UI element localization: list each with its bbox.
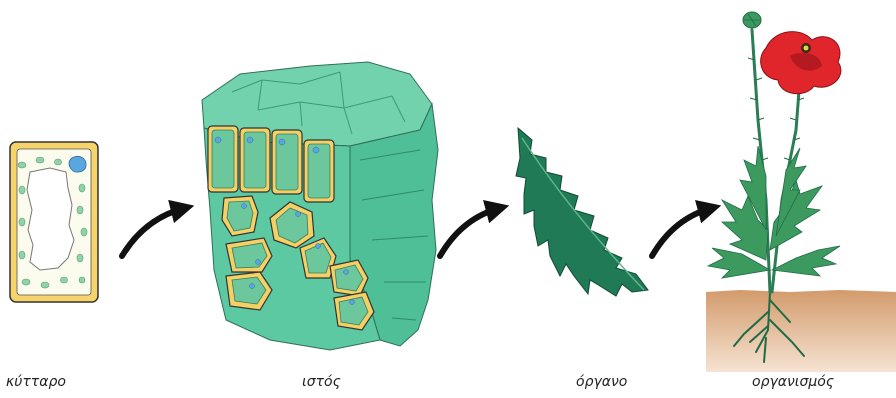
leaf-organ [516,128,648,296]
caption-cell: κύτταρο [6,374,66,390]
tissue-cell [240,128,270,192]
soil [706,290,896,372]
plant-cell [10,142,98,302]
caption-tissue: ιστός [302,374,341,390]
caption-organ: όργανο [576,374,627,390]
vacuole [27,168,74,270]
tissue-block [202,62,438,350]
tissue-cell [208,126,238,192]
caption-organism: οργανισμός [752,374,834,390]
arrow-tissue-to-organ [440,208,500,256]
poppy-organism [706,12,896,372]
tissue-cell [272,130,302,194]
nucleus [69,156,86,172]
tissue-cell [226,238,272,272]
arrow-organ-to-organism [652,208,712,256]
poppy-flower [761,32,841,94]
arrow-cell-to-tissue [122,208,185,256]
plant-leaves [708,146,840,278]
poppy-bud [743,12,761,28]
